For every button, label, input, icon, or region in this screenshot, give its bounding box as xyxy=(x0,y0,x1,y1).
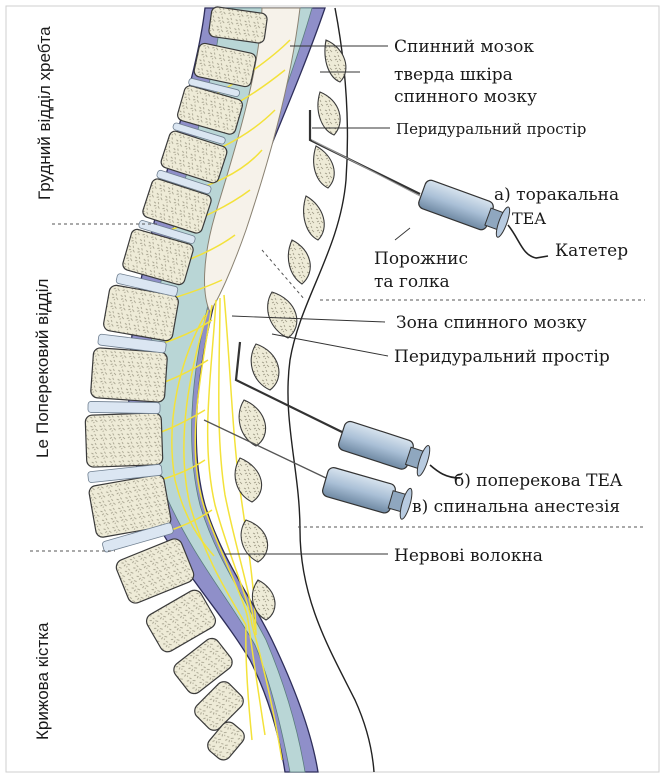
label-spinal-cord: Спинний мозок xyxy=(394,37,534,57)
label-catheter: Катетер xyxy=(555,241,628,261)
label-needle-line1: Порожнис xyxy=(374,249,468,269)
section-label-sacrum: Крижова кістка xyxy=(33,622,52,740)
label-dura-line2: спинного мозку xyxy=(394,87,537,107)
label-thoracic-tea-line2: TEA xyxy=(512,209,546,228)
label-needle-line2: та голка xyxy=(374,272,450,292)
section-label-thoracic: Грудний відділ хребта xyxy=(35,26,54,200)
label-lumbar-tea: б) поперекова TEA xyxy=(454,471,623,491)
label-nerve-fibers: Нервові волокна xyxy=(394,546,543,566)
label-dura-line1: тверда шкіра xyxy=(394,65,513,85)
section-label-lumbar-group: Le Поперековий відділ xyxy=(33,279,52,458)
section-label-lumbar: Поперековий відділ xyxy=(33,279,52,434)
label-thoracic-tea-line1: а) торакальна xyxy=(494,185,619,205)
label-epidural-upper: Перидуральний простір xyxy=(396,120,586,138)
section-label-lumbar-prefix: Le xyxy=(33,439,52,458)
label-spinal-anesthesia: в) спинальна анестезія xyxy=(412,497,620,517)
label-epidural-lower: Перидуральний простір xyxy=(394,347,610,367)
label-cord-zone: Зона спинного мозку xyxy=(396,313,587,333)
